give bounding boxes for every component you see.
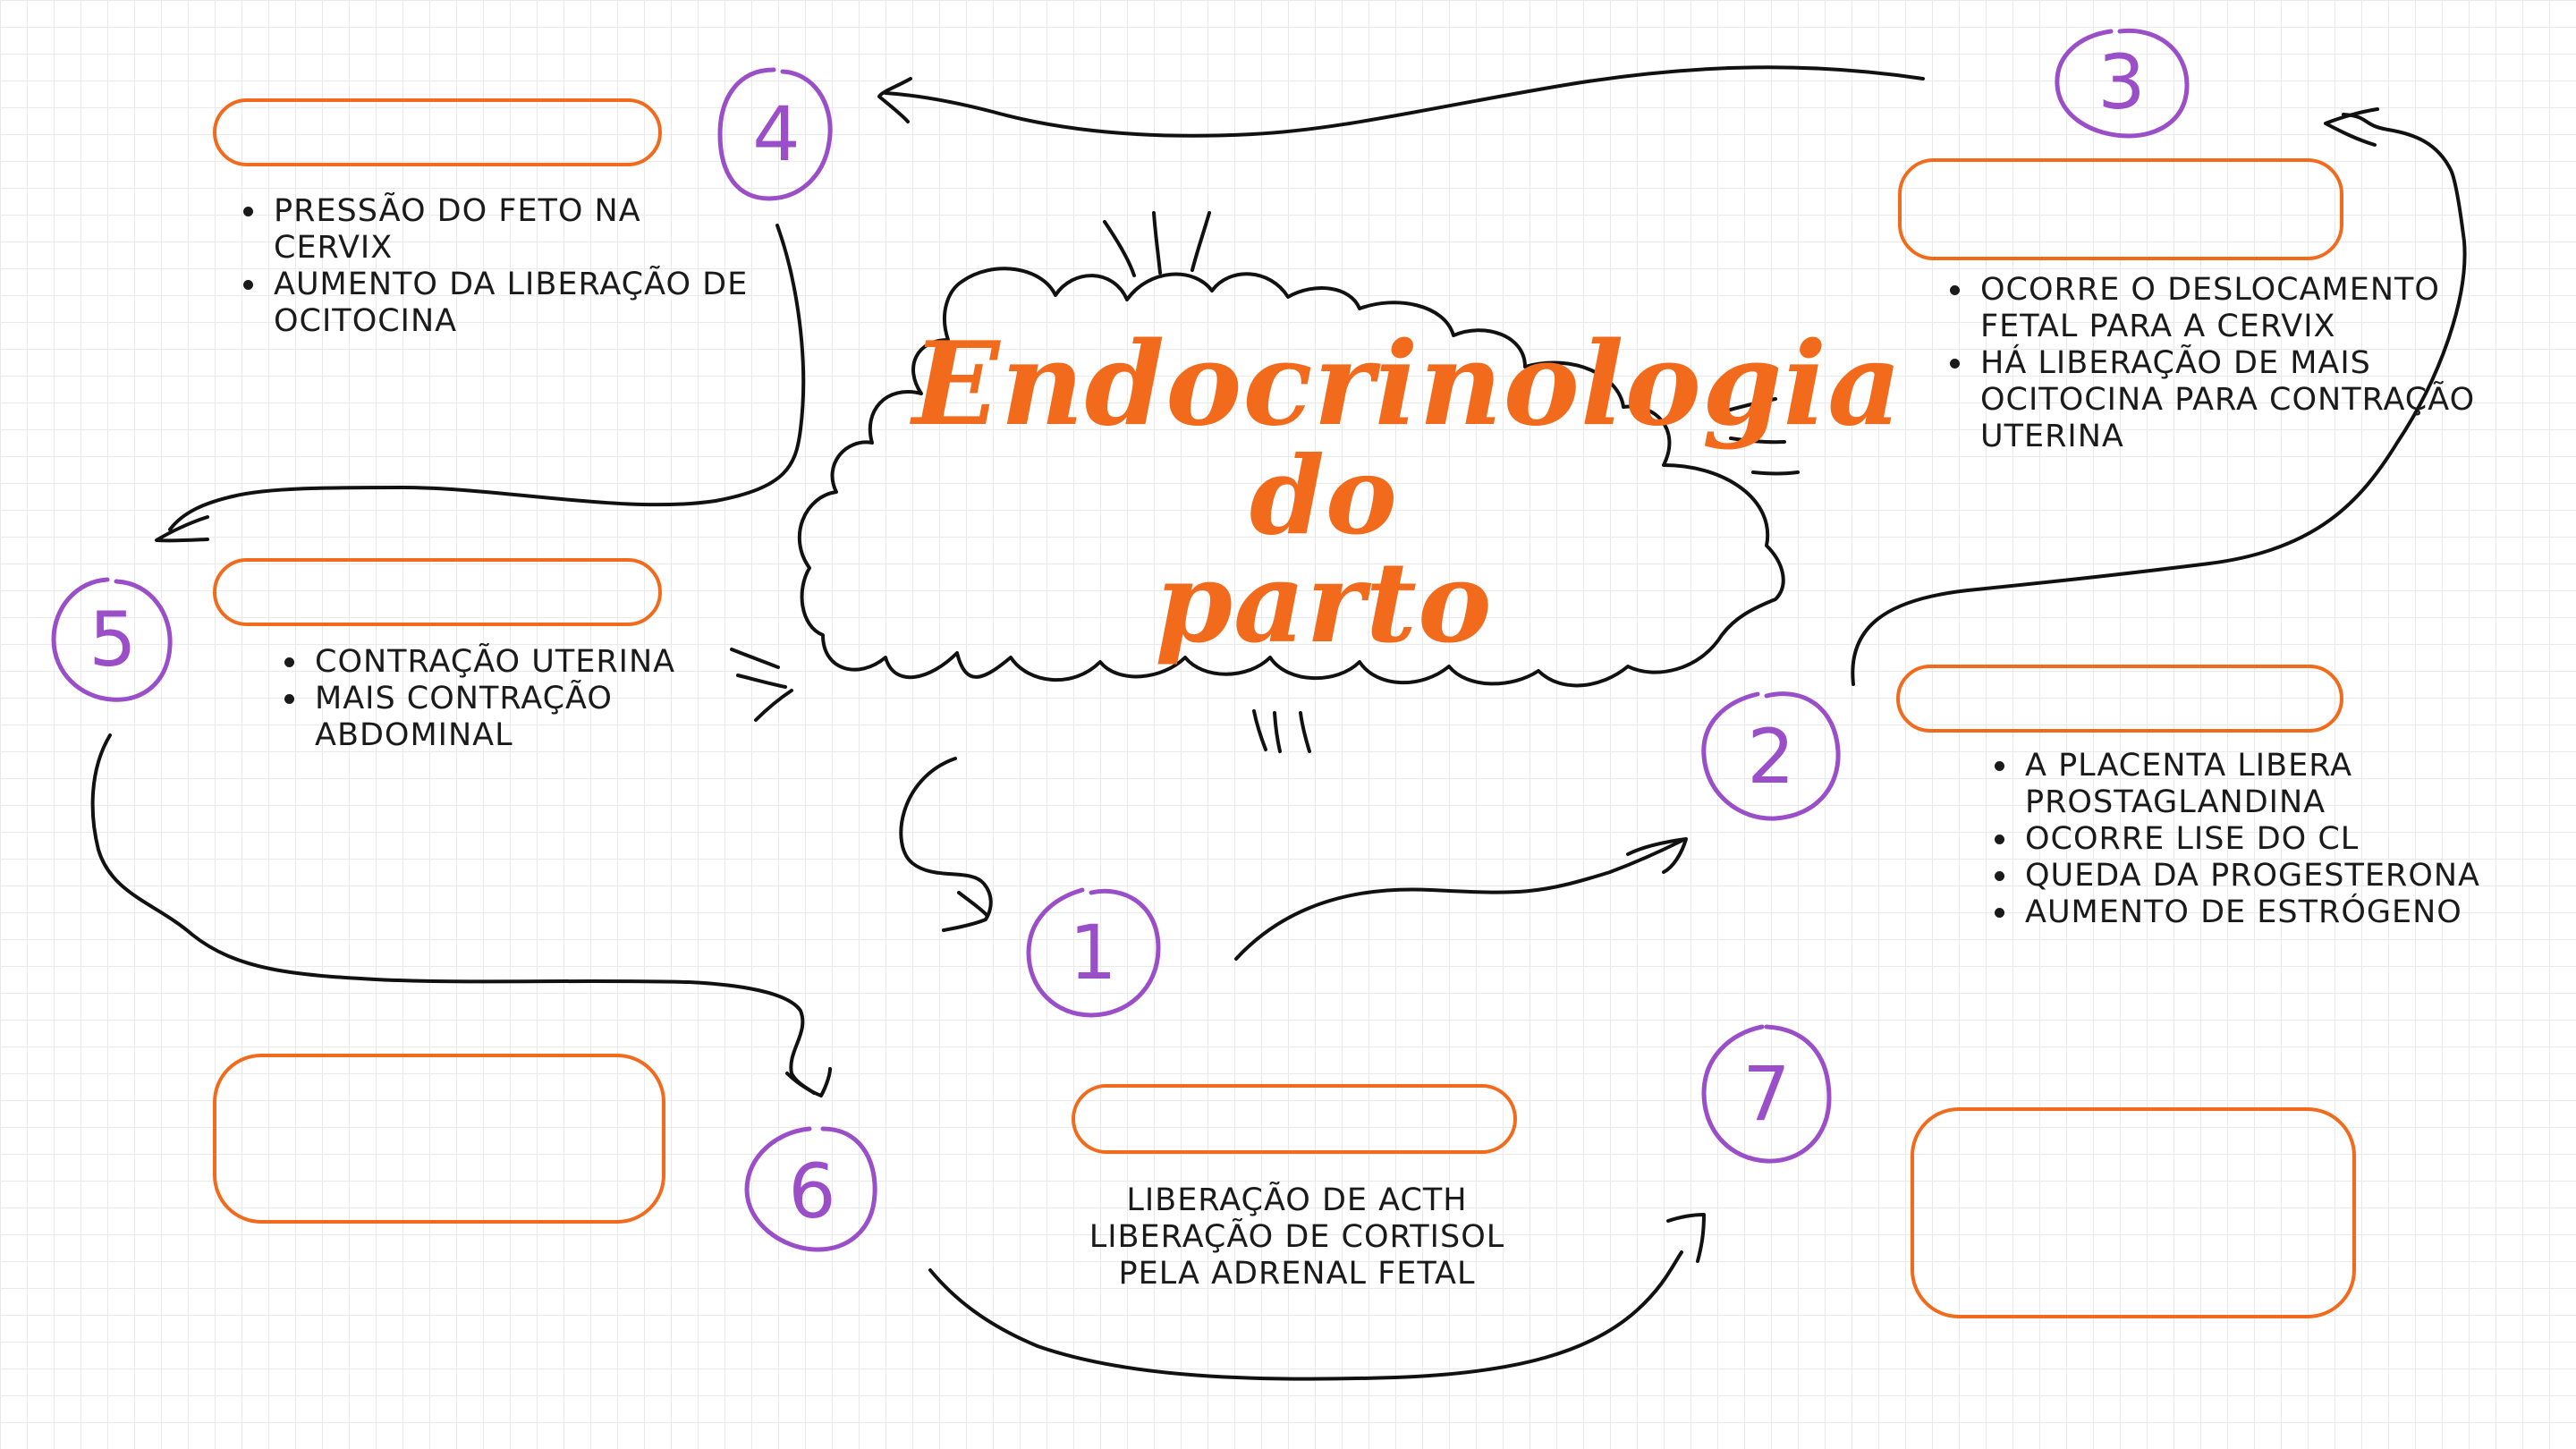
step-circle-6 [744, 1126, 877, 1252]
list-item: PRESSÃO DO FETO NA CERVIX [243, 193, 757, 267]
step-circle-1 [1026, 887, 1161, 1018]
step-1-line: LIBERAÇÃO DE CORTISOL [1089, 1219, 1505, 1255]
list-item: QUEDA DA PROGESTERONA [1995, 858, 2526, 894]
step-3-list: OCORRE O DESLOCAMENTO FETAL PARA A CERVI… [1939, 272, 2481, 455]
list-item: OCORRE O DESLOCAMENTO FETAL PARA A CERVI… [1950, 272, 2481, 345]
step-6-box [213, 1054, 665, 1224]
step-number-7: 7 [1742, 1050, 1791, 1138]
step-1-line: LIBERAÇÃO DE ACTH [1126, 1182, 1468, 1218]
step-1-box [1072, 1084, 1517, 1154]
step-number-6: 6 [788, 1148, 836, 1235]
list-item: AUMENTO DA LIBERAÇÃO DE OCITOCINA [243, 267, 757, 340]
step-circle-4 [717, 67, 833, 201]
step-5-list: CONTRAÇÃO UTERINA MAIS CONTRAÇÃO ABDOMIN… [274, 644, 691, 754]
step-number-5: 5 [89, 596, 137, 683]
list-item: HÁ LIBERAÇÃO DE MAIS OCITOCINA PARA CONT… [1950, 345, 2481, 455]
step-number-3: 3 [2097, 38, 2146, 126]
step-1-text: LIBERAÇÃO DE ACTH LIBERAÇÃO DE CORTISOL … [1038, 1182, 1556, 1292]
step-circle-3 [2055, 28, 2190, 139]
step-number-1: 1 [1069, 909, 1117, 996]
step-4-box [213, 98, 662, 166]
step-1-line: PELA ADRENAL FETAL [1118, 1256, 1476, 1292]
list-item: OCORRE LISE DO CL [1995, 821, 2526, 858]
step-5-box [213, 558, 662, 626]
title-line-3: parto [1155, 538, 1493, 668]
title-cloud [797, 267, 1785, 688]
title-line-2: do [1250, 433, 1398, 559]
list-item: AUMENTO DE ESTRÓGENO [1995, 894, 2526, 931]
step-number-4: 4 [752, 90, 801, 178]
step-7-box [1911, 1107, 2356, 1318]
list-item: A PLACENTA LIBERA PROSTAGLANDINA [1995, 748, 2526, 821]
title-line-1: Endocrinologia [912, 318, 1902, 452]
step-3-box [1898, 158, 2343, 260]
step-number-2: 2 [1747, 713, 1795, 801]
step-circle-5 [51, 577, 173, 702]
list-item: MAIS CONTRAÇÃO ABDOMINAL [284, 681, 691, 754]
step-4-list: PRESSÃO DO FETO NA CERVIX AUMENTO DA LIB… [233, 193, 757, 340]
page-title: Endocrinologia do parto [912, 318, 1902, 668]
step-2-box [1896, 665, 2343, 733]
step-2-list: A PLACENTA LIBERA PROSTAGLANDINA OCORRE … [1984, 748, 2526, 931]
step-circle-2 [1701, 691, 1841, 821]
step-circle-7 [1701, 1024, 1832, 1164]
list-item: CONTRAÇÃO UTERINA [284, 644, 691, 681]
